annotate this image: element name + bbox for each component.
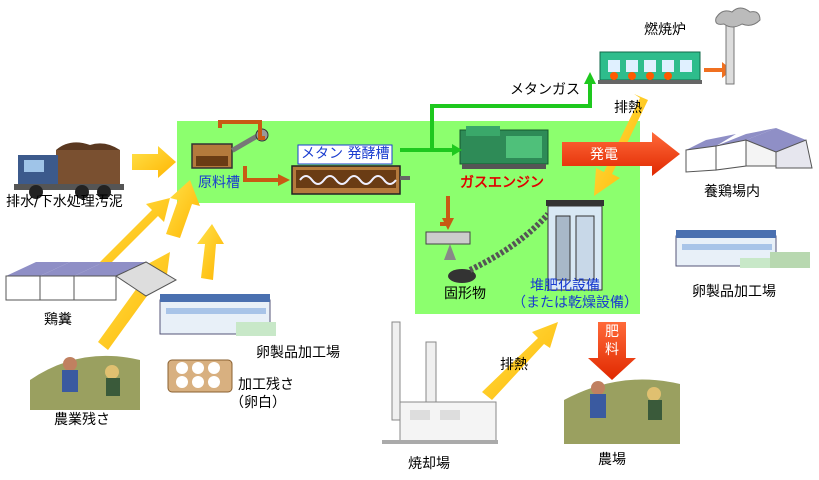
arrow-manure [98, 198, 170, 270]
residue-label-2: （卵白） [230, 395, 286, 411]
pipe-methane-to-incinerator [420, 80, 592, 152]
raw-tank-label: 原料槽 [198, 175, 240, 191]
methane-gas-label: メタンガス [510, 82, 580, 98]
egg-plant-left-icon [159, 294, 276, 336]
incineration-site-label: 焼却場 [408, 456, 450, 472]
power-label: 発電 [590, 147, 618, 163]
poultry-house-label: 養鶏場内 [704, 184, 760, 200]
incinerator-icon [598, 51, 732, 84]
arrow-power [562, 132, 680, 176]
arrow-egg-plant [166, 180, 200, 238]
gas-engine-icon [459, 126, 549, 169]
waste-heat-bottom-label: 排熱 [500, 357, 528, 373]
solids-label: 固形物 [444, 286, 486, 302]
compost-facility-icon [468, 200, 604, 291]
fertilizer-label-1: 肥 [605, 324, 619, 340]
farm-label: 農場 [598, 452, 626, 468]
arrow-fertilizer [588, 322, 636, 380]
methane-tank-label-box [297, 144, 393, 165]
methane-tank-label: メタン 発酵槽 [301, 146, 390, 162]
farmer-left-icon [30, 355, 140, 410]
residue-label-1: 加工残さ [238, 377, 294, 393]
compost-label-1: 堆肥化設備 [530, 278, 600, 294]
incineration-site-icon [382, 321, 498, 444]
compost-label-2: （または乾燥設備） [512, 295, 638, 311]
methane-tank-icon [291, 165, 410, 195]
egg-plant-right-label: 卵製品加工場 [692, 284, 776, 300]
truck-icon [14, 142, 124, 199]
manure-label: 鶏糞 [44, 312, 72, 328]
waste-heat-top-label: 排熱 [614, 100, 642, 116]
gas-engine-label: ガスエンジン [460, 175, 544, 191]
arrow-sludge [132, 146, 176, 178]
incinerator-label: 燃焼炉 [644, 22, 686, 38]
poultry-house-icon [685, 128, 813, 173]
arrow-egg-residue [197, 224, 224, 280]
egg-plant-left-label: 卵製品加工場 [256, 345, 340, 361]
sludge-label: 排水/下水処理汚泥 [6, 194, 123, 210]
agri-residue-label: 農業残さ [54, 412, 110, 428]
factory-icon [675, 230, 810, 268]
manure-house-icon [5, 261, 178, 301]
fertilizer-label-2: 料 [605, 342, 619, 358]
smokestack-icon [715, 7, 761, 85]
arrow-waste-heat-bottom [482, 322, 558, 400]
farmer-right-icon [564, 379, 680, 444]
egg-carton-icon [167, 359, 233, 393]
solids-separator-icon [425, 231, 476, 283]
raw-material-tank-icon [191, 128, 269, 169]
arrow-raw-to-methane [218, 120, 265, 140]
